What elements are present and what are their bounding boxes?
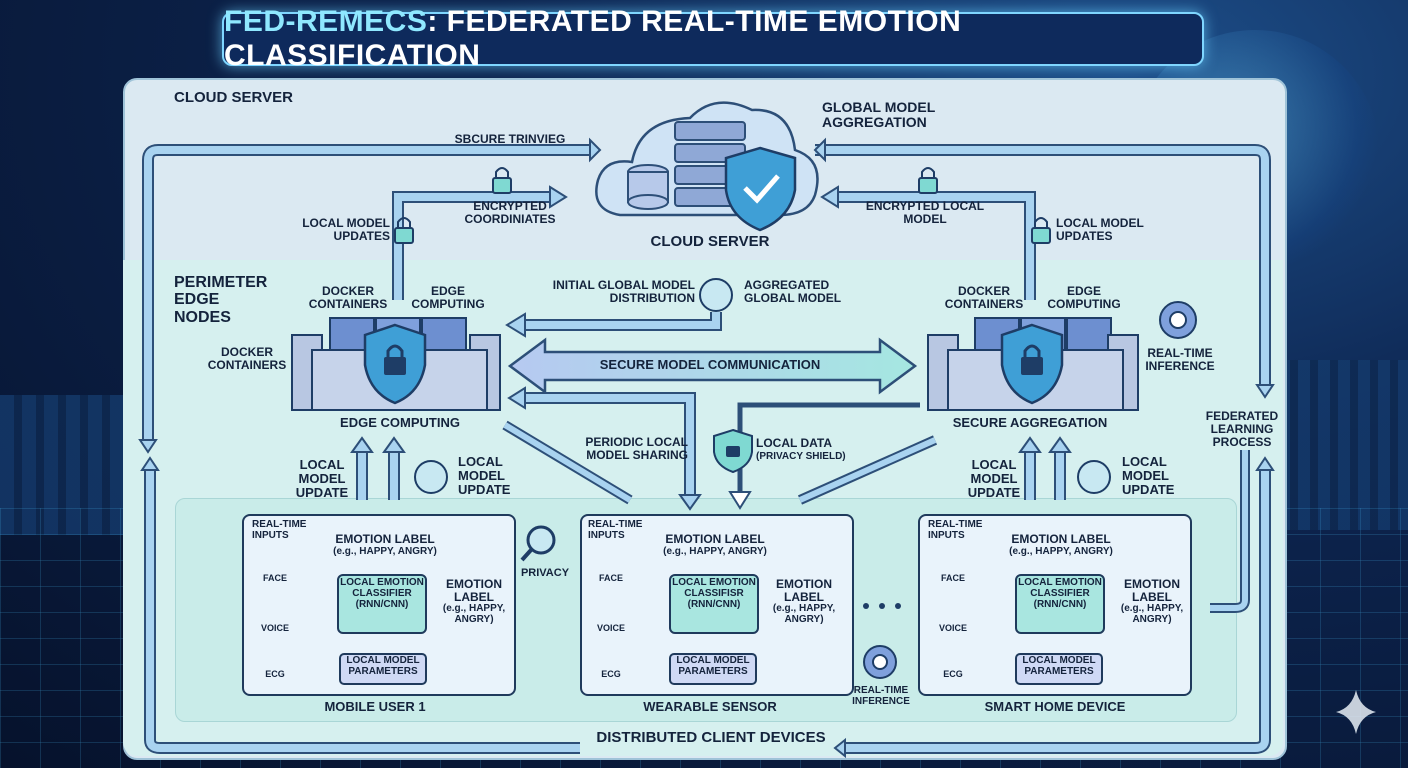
client-emotion-top: EMOTION LABEL xyxy=(335,532,435,546)
client-classifier-label: LOCAL EMOTION CLASSIFIER (RNN/CNN) xyxy=(340,577,424,610)
federated-process-label: FEDERATED LEARNING PROCESS xyxy=(1205,409,1279,449)
client-inputs-label: REAL-TIME INPUTS xyxy=(252,519,307,541)
client-voice-label: VOICE xyxy=(596,623,625,633)
uplink-label-1: LOCAL MODEL UPDATE xyxy=(295,457,349,501)
client-emotion-top-eg: (e.g., HAPPY, ANGRY) xyxy=(1009,546,1113,557)
edge-left-caption: EDGE COMPUTING xyxy=(340,415,460,430)
client-ellipsis xyxy=(863,603,901,609)
client-emotion-right: EMOTION LABEL xyxy=(446,577,502,604)
client-inputs-label: REAL-TIME INPUTS xyxy=(928,519,983,541)
uplink-arrows xyxy=(350,436,1072,500)
privacy-shield-icon xyxy=(713,428,753,474)
local-data-label: LOCAL DATA xyxy=(756,436,832,450)
cloud-server-label: CLOUD SERVER xyxy=(650,233,770,250)
client-classifier-label: LOCAL EMOTION CLASSIFISR (RNN/CNN) xyxy=(672,577,756,610)
zone-label-cloud: CLOUD SERVER xyxy=(174,89,293,106)
zone-label-clients: DISTRIBUTED CLIENT DEVICES xyxy=(596,729,826,746)
initial-distribution-arrow xyxy=(505,312,722,338)
edge-right-docker-top: DOCKER CONTAINERS xyxy=(944,284,1024,311)
lock-icon xyxy=(394,167,1051,244)
sparkle-icon xyxy=(1336,690,1376,734)
encrypted-local-model-label: ENCRYPTED LOCAL MODEL xyxy=(865,199,985,226)
uplink-label-4: LOCAL MODEL UPDATE xyxy=(1122,454,1175,498)
uplink-label-2: LOCAL MODEL UPDATE xyxy=(458,454,511,498)
client-emotion-right: EMOTION LABEL xyxy=(1124,577,1180,604)
periodic-sharing-label: PERIODIC LOCAL MODEL SHARING xyxy=(585,435,688,462)
client-name-wearable: WEARABLE SENSOR xyxy=(643,699,777,714)
magnifier-icon xyxy=(520,525,556,562)
privacy-label: PRIVACY xyxy=(520,567,570,579)
client-name-smarthome: SMART HOME DEVICE xyxy=(984,699,1126,714)
client-params-box xyxy=(339,653,427,685)
client-ecg-label: ECG xyxy=(601,669,621,679)
city-skyline-left xyxy=(0,395,130,535)
title-prefix: FED-REMECS xyxy=(224,5,428,38)
edge-castle-right xyxy=(927,317,1139,411)
client-inference-label: REAL-TIME INFERENCE xyxy=(852,685,910,707)
client-inputs-label: REAL-TIME INPUTS xyxy=(588,519,643,541)
edge-left-docker-side: DOCKER CONTAINERS xyxy=(207,345,287,372)
client-ecg-label: ECG xyxy=(265,669,285,679)
client-emotion-right: EMOTION LABEL xyxy=(776,577,832,604)
city-skyline-right xyxy=(1278,360,1408,530)
client-voice-label: VOICE xyxy=(260,623,289,633)
client-face-label: FACE xyxy=(940,573,965,583)
client-emotion-top-eg: (e.g., HAPPY, ANGRY) xyxy=(333,546,437,557)
zone-label-edge: PERIMETER EDGE NODES xyxy=(174,274,268,326)
global-aggregation-label: GLOBAL MODEL AGGREGATION xyxy=(822,99,936,131)
client-emotion-top: EMOTION LABEL xyxy=(665,532,765,546)
privacy-shield-label: (PRIVACY SHIELD) xyxy=(756,451,846,462)
periodic-sharing-arrows xyxy=(502,386,938,511)
secure-comm-label: SECURE MODEL COMMUNICATION xyxy=(599,357,821,372)
client-classifier-box xyxy=(669,574,759,634)
encrypted-coordinates-label: ENCRYPTED COORDINIATES xyxy=(464,199,556,226)
client-face-label: FACE xyxy=(598,573,623,583)
secure-training-label: SBCURE TRINVIEG xyxy=(454,132,566,146)
encrypted-local-model-arrow xyxy=(820,185,1036,300)
cloud-server-icon xyxy=(595,101,819,232)
client-params-label: LOCAL MODEL PARAMETERS xyxy=(346,655,420,677)
uplink-label-3: LOCAL MODEL UPDATE xyxy=(967,457,1021,501)
client-classifier-box xyxy=(337,574,427,634)
client-emotion-top: EMOTION LABEL xyxy=(1011,532,1111,546)
edge-left-docker-top: DOCKER CONTAINERS xyxy=(308,284,388,311)
client-voice-label: VOICE xyxy=(938,623,967,633)
loop-arrow-left xyxy=(138,137,602,754)
client-face-label: FACE xyxy=(262,573,287,583)
client-params-label: LOCAL MODEL PARAMETERS xyxy=(1022,655,1096,677)
client-params-box xyxy=(1015,653,1103,685)
client-params-label: LOCAL MODEL PARAMETERS xyxy=(676,655,750,677)
local-updates-left-label: LOCAL MODEL UPDATES xyxy=(302,216,390,243)
title-rest: : FEDERATED REAL-TIME EMOTION CLASSIFICA… xyxy=(224,5,962,72)
client-name-mobile: MOBILE USER 1 xyxy=(324,699,426,714)
loop-arrow-right xyxy=(813,137,1275,759)
client-classifier-label: LOCAL EMOTION CLASSIFIER (RNN/CNN) xyxy=(1018,577,1102,610)
diagram-title: FED-REMECS: FEDERATED REAL-TIME EMOTION … xyxy=(222,5,1204,72)
initial-distribution-label: INITIAL GLOBAL MODEL DISTRIBUTION xyxy=(552,278,695,305)
edge-right-edge-top: EDGE COMPUTING xyxy=(1047,284,1121,311)
edge-castle-left xyxy=(291,317,501,411)
client-params-box xyxy=(669,653,757,685)
client-emotion-right-eg: (e.g., HAPPY, ANGRY) xyxy=(1120,603,1184,625)
aggregated-global-model-label: AGGREGATED GLOBAL MODEL xyxy=(744,278,842,305)
client-emotion-top-eg: (e.g., HAPPY, ANGRY) xyxy=(663,546,767,557)
secure-comm-arrow xyxy=(507,337,918,395)
client-ecg-label: ECG xyxy=(943,669,963,679)
edge-left-edge-top: EDGE COMPUTING xyxy=(411,284,485,311)
edge-right-caption: SECURE AGGREGATION xyxy=(952,415,1108,430)
edge-right-inference: REAL-TIME INFERENCE xyxy=(1145,346,1215,373)
gear-icon xyxy=(863,301,1197,679)
client-emotion-right-eg: (e.g., HAPPY, ANGRY) xyxy=(772,603,836,625)
local-updates-right-label: LOCAL MODEL UPDATES xyxy=(1056,216,1144,243)
encrypted-coordinates-arrow xyxy=(392,185,568,300)
client-classifier-box xyxy=(1015,574,1105,634)
client-emotion-right-eg: (e.g., HAPPY, ANGRY) xyxy=(442,603,506,625)
